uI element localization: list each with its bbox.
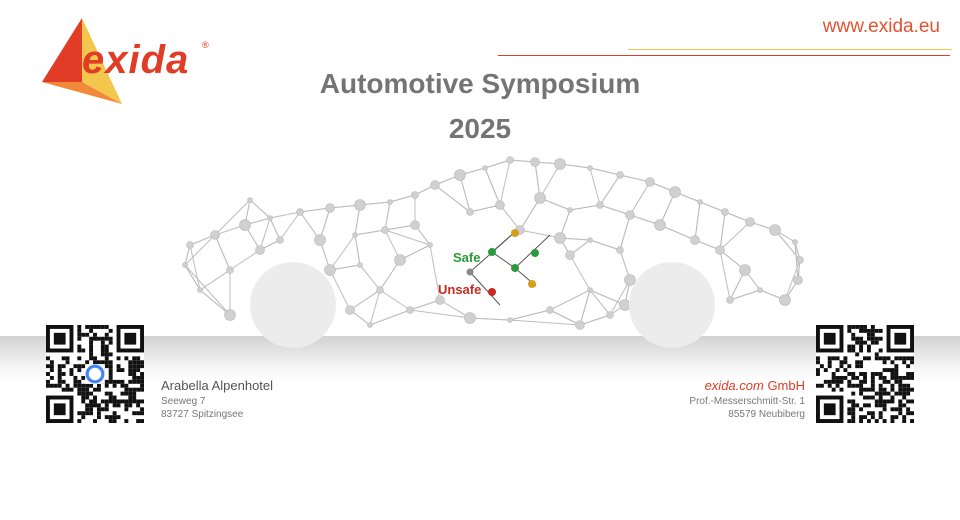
header-rule-yellow <box>628 49 952 50</box>
rear-wheel <box>250 262 336 348</box>
venue-city: 83727 Spitzingsee <box>161 409 244 420</box>
company-suffix: GmbH <box>763 378 805 393</box>
venue-street: Seeweg 7 <box>161 396 206 407</box>
company-brand: exida.com <box>704 378 764 393</box>
exida-logo-icon <box>42 18 122 104</box>
ground-shadow <box>0 336 960 382</box>
front-wheel <box>629 262 715 348</box>
safe-label: Safe <box>453 250 480 265</box>
company-name: exida.com GmbH <box>705 379 805 393</box>
company-city: 85579 Neubiberg <box>728 409 805 420</box>
event-title: Automotive Symposium <box>319 68 641 99</box>
car-network-illustration: Safe Unsafe <box>182 156 804 348</box>
event-year: 2025 <box>448 113 512 144</box>
safety-decision-tree <box>469 231 551 306</box>
header-rule-red <box>498 55 950 56</box>
logo-wordmark: exida <box>82 38 190 82</box>
venue-qr-code-icon[interactable] <box>46 325 144 423</box>
logo-registered-mark: ® <box>202 40 209 50</box>
website-link[interactable]: www.exida.eu <box>822 16 940 37</box>
company-street: Prof.-Messerschmitt-Str. 1 <box>689 396 805 407</box>
company-qr-code-icon[interactable] <box>816 325 914 423</box>
google-icon <box>85 364 105 384</box>
unsafe-label: Unsafe <box>438 282 481 297</box>
venue-name: Arabella Alpenhotel <box>161 378 274 393</box>
